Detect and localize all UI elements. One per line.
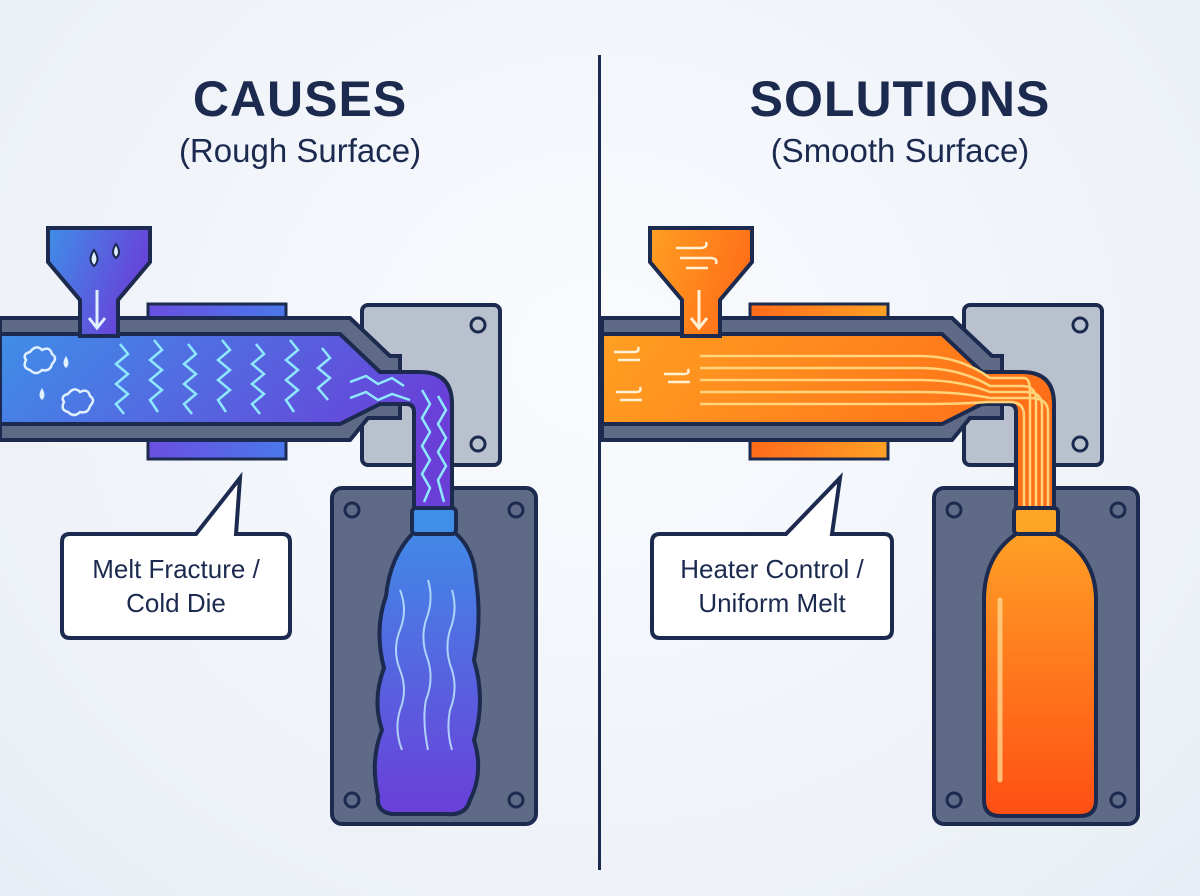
solutions-callout-line1: Heater Control /: [680, 554, 864, 584]
smooth-flow-lines: [700, 354, 1050, 508]
fracture-lines: [114, 339, 448, 503]
causes-title: CAUSES: [192, 71, 408, 127]
causes-machine: [0, 226, 538, 826]
callout-bubble-right: [650, 472, 894, 640]
causes-callout-text: Melt Fracture / Cold Die: [62, 552, 290, 620]
bottle-right: [982, 510, 1098, 818]
airflow-icon: [676, 241, 718, 270]
hopper-left: [46, 226, 152, 338]
causes-callout-line1: Melt Fracture /: [92, 554, 260, 584]
arrow-down-icon: [87, 290, 107, 331]
airflow-barrel: [614, 346, 690, 402]
hopper-right: [648, 226, 754, 338]
solutions-callout-text: Heater Control / Uniform Melt: [652, 552, 892, 620]
solutions-callout-line2: Uniform Melt: [698, 588, 846, 618]
bottle-left: [372, 510, 482, 817]
center-divider: [598, 55, 601, 870]
causes-subtitle: (Rough Surface): [178, 132, 422, 169]
solutions-title: SOLUTIONS: [749, 71, 1051, 127]
droplet-icon: [89, 248, 99, 268]
lump-icon: [23, 346, 57, 375]
solutions-machine: [600, 226, 1140, 826]
solutions-subtitle: (Smooth Surface): [770, 132, 1030, 169]
callout-bubble-left: [60, 471, 292, 640]
causes-callout-line2: Cold Die: [126, 588, 226, 618]
arrow-down-icon-right: [689, 290, 709, 331]
